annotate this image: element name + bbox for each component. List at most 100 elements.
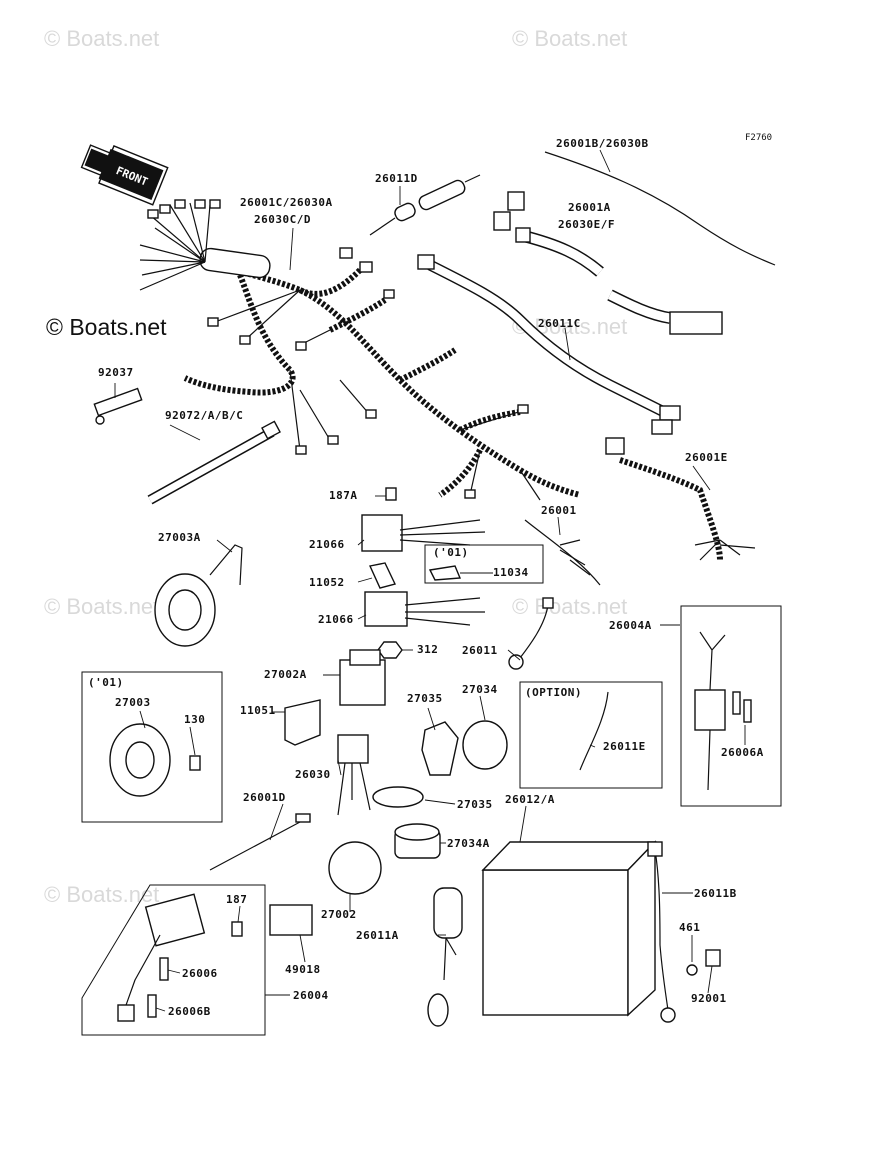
box-26004a [680,605,782,807]
box-option [519,681,663,789]
label-21066-b: 21066 [318,613,354,626]
label-option: (OPTION) [525,686,582,699]
part-26004 [144,893,206,947]
box-01-b [81,671,223,823]
leader-lines [114,186,746,1012]
part-26030ef-connector [669,311,723,335]
label-11051: 11051 [240,704,276,717]
label-26011d: 26011D [375,172,418,185]
part-11051 [284,699,321,746]
label-461: 461 [679,921,701,934]
label-26001e: 26001E [685,451,728,464]
label-187a: 187A [329,489,358,502]
part-26011 [519,604,549,659]
label-27002: 27002 [321,908,357,921]
label-92001: 92001 [691,992,727,1005]
label-27035-a: 27035 [407,692,443,705]
label-27034: 27034 [462,683,498,696]
part-11034 [428,565,462,581]
label-312: 312 [417,643,439,656]
part-26011a-boot [433,887,463,939]
part-26006a-fuse [743,699,752,723]
harness-branch [438,448,483,498]
watermark: © Boats.net [44,594,160,619]
part-21066-b [364,591,408,627]
connector [659,405,681,421]
label-26001c-26030a: 26001C/26030A [240,196,333,209]
label-01-a: ('01) [433,546,469,559]
label-187: 187 [226,893,248,906]
watermark: © Boats.net [44,26,160,51]
label-01-b: ('01) [88,676,124,689]
part-187-bolt [231,921,243,937]
part-461-washer [686,964,698,976]
harness-sleeve [199,247,271,279]
part-11052 [368,562,396,589]
connector [515,227,531,243]
part-27035b-clamp [372,786,424,808]
label-26011a: 26011A [356,929,399,942]
part-92037 [93,387,143,417]
label-26004a: 26004A [609,619,652,632]
label-26006b: 26006B [168,1005,211,1018]
part-26012a-battery [482,869,629,1016]
part-26006-fuse [159,957,169,981]
part-26001e [619,457,723,561]
part-21066-a [361,514,403,552]
part-26030 [337,734,369,764]
label-26030c-d: 26030C/D [254,213,311,226]
connector [493,211,511,231]
label-26011b: 26011B [694,887,737,900]
harness-branch [298,267,363,297]
label-49018: 49018 [285,963,321,976]
label-26012a: 26012/A [505,793,555,806]
part-26006b-fuse [147,994,157,1018]
watermark: © Boats.net [44,882,160,907]
label-26030e-f: 26030E/F [558,218,615,231]
part-27034-buzzer [462,720,508,770]
label-11034: 11034 [493,566,529,579]
label-26006a: 26006A [721,746,764,759]
part-26011b [654,849,669,1011]
part-26001d [209,817,311,871]
label-26004: 26004 [293,989,329,1002]
part-26001-wire [524,519,601,586]
part-26011d-sleeve [418,179,466,211]
label-26011c: 26011C [538,317,581,330]
part-49018 [269,904,313,936]
part-26006a-fuse [732,691,741,715]
part-27002 [328,841,382,895]
label-26001b-26030b: 26001B/26030B [556,137,649,150]
label-27034a: 27034A [447,837,490,850]
part-312-nut [377,641,403,659]
label-11052: 11052 [309,576,345,589]
part-26011d-sleeve [394,202,416,222]
connector [417,254,435,270]
box-26004 [81,884,266,1036]
label-26030: 26030 [295,768,331,781]
label-26011e: 26011E [603,740,646,753]
label-27002a: 27002A [264,668,307,681]
connector [507,191,525,211]
label-92072: 92072/A/B/C [165,409,244,422]
label-92037: 92037 [98,366,134,379]
front-arrow-icon: FRONT [80,144,169,206]
box-01-a [424,544,544,584]
part-187a-bolt [385,487,397,501]
label-26006: 26006 [182,967,218,980]
harness-fan-wires [139,202,541,501]
label-26001a: 26001A [568,201,611,214]
connector [651,419,673,435]
harness-branch [328,297,387,333]
label-26001: 26001 [541,504,577,517]
label-21066-a: 21066 [309,538,345,551]
watermark: © Boats.net [512,26,628,51]
watermark-main: © Boats.net [46,314,167,340]
part-26001b-wire [544,151,776,266]
label-27003a: 27003A [158,531,201,544]
part-26004a-fuse-holder [694,689,726,731]
harness-branch [183,273,296,396]
part-27002a-relay [339,659,386,706]
label-26011: 26011 [462,644,498,657]
